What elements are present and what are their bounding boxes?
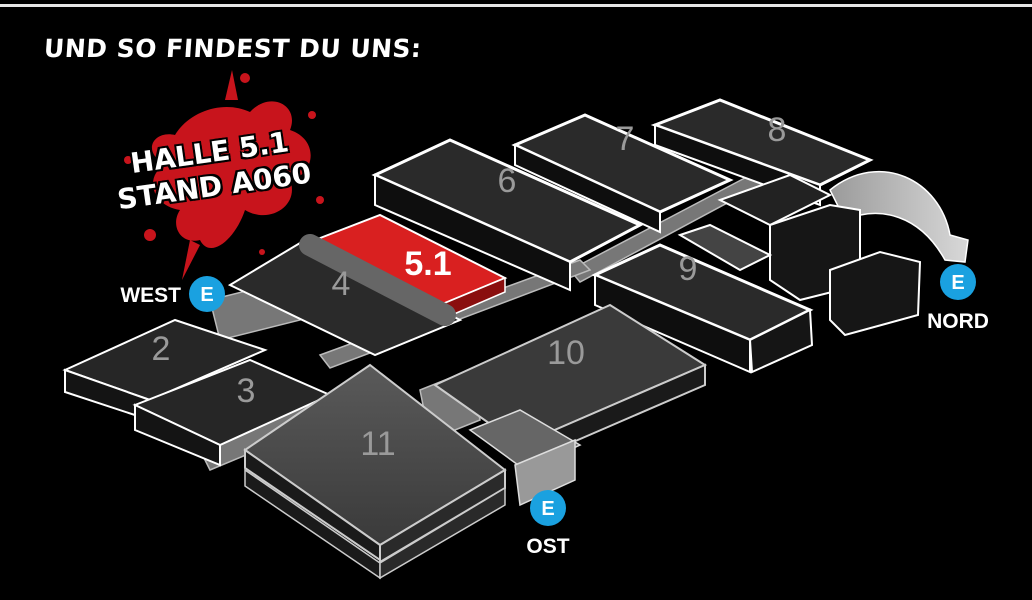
entrance-ost-label: OST (526, 535, 569, 558)
hall-label-4: 4 (332, 265, 351, 303)
entrance-west-label: WEST (120, 284, 181, 307)
entrance-ost[interactable]: E OST (526, 490, 570, 558)
hall-7[interactable] (511, 113, 734, 234)
top-divider (0, 4, 1032, 7)
hall-4[interactable] (227, 238, 463, 357)
hall-9[interactable] (591, 243, 814, 374)
hall-label-6: 6 (498, 162, 517, 200)
entrance-west[interactable]: E WEST (120, 276, 225, 312)
hall-11[interactable] (243, 363, 507, 580)
entrance-nord-label: NORD (927, 310, 989, 333)
entrance-ost-icon: E (541, 498, 554, 520)
hall-label-9: 9 (679, 250, 698, 288)
hall-label-10: 10 (547, 334, 585, 372)
hall-label-8: 8 (768, 111, 787, 149)
service-blocks (677, 173, 922, 337)
hall-3[interactable] (132, 358, 333, 467)
ost-building (468, 409, 582, 507)
hall-5-1[interactable] (299, 213, 508, 326)
hall-label-2: 2 (152, 330, 171, 368)
nord-approach (829, 171, 969, 263)
paint-splash (124, 70, 324, 280)
entrance-nord-icon: E (951, 272, 964, 294)
hall-6[interactable] (371, 138, 644, 292)
hall-label-11: 11 (360, 425, 395, 463)
entrance-west-icon: E (200, 284, 213, 306)
entrance-nord[interactable]: E NORD (927, 264, 989, 333)
hall-label-7: 7 (616, 120, 635, 158)
hall-label-3: 3 (237, 372, 256, 410)
hall-label-5-1: 5.1 (404, 245, 451, 283)
